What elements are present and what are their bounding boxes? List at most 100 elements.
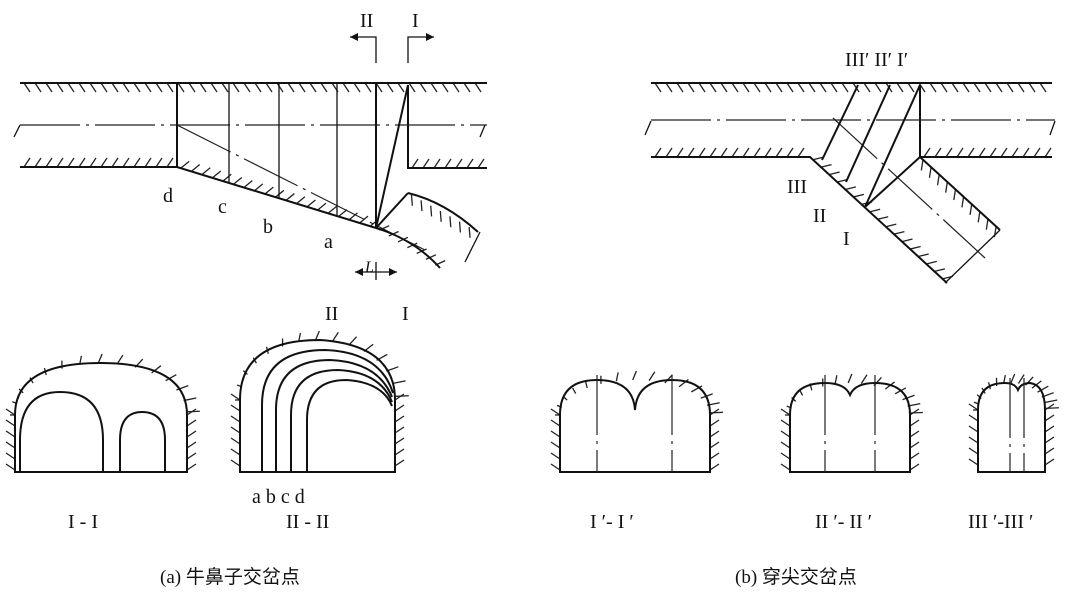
hatch-tick	[155, 157, 163, 168]
hatch-tick	[909, 408, 920, 416]
hatch-tick	[550, 441, 561, 449]
hatch-tick	[1037, 385, 1049, 393]
hatch-tick	[186, 408, 197, 416]
hatch-tick	[901, 238, 913, 243]
hatch-tick	[1039, 82, 1047, 93]
hatch-tick	[298, 82, 306, 93]
hatch-tick	[909, 430, 920, 438]
hatch-tick	[116, 354, 124, 365]
hatch-tick	[232, 82, 240, 93]
hatch-tick	[285, 193, 295, 201]
hatch-tick	[860, 374, 868, 384]
hatch-tick	[1044, 399, 1058, 404]
section-bottom-marks: a b c d	[252, 486, 305, 508]
hatch-tick	[632, 370, 638, 381]
section-marks-top: III′ II′ I′	[845, 49, 908, 71]
hatch-tick	[775, 82, 783, 93]
hatch-tick	[186, 430, 197, 438]
hatch-tick	[5, 452, 16, 460]
hatch-tick	[1044, 447, 1055, 455]
hatch-tick	[144, 82, 152, 93]
hatch-tick	[165, 374, 177, 382]
hatch-tick	[951, 82, 959, 93]
hatch-tick	[230, 448, 241, 456]
hatch-tick	[243, 82, 251, 93]
hatch-tick	[230, 426, 241, 434]
section-label-II-prime: II ′- II ′	[815, 511, 872, 533]
hatch-tick	[709, 430, 720, 438]
hatch-tick	[928, 167, 932, 178]
hatch-tick	[808, 82, 816, 93]
hatch-tick	[419, 82, 427, 93]
hatch-tick	[847, 373, 853, 384]
section-mark-I: I	[412, 10, 419, 32]
hatch-tick	[1033, 147, 1041, 158]
hatch-tick	[306, 199, 316, 208]
hatch-tick	[78, 157, 86, 168]
hatch-tick	[264, 186, 274, 195]
hatch-tick	[449, 216, 452, 228]
hatch-tick	[834, 375, 838, 385]
hatch-tick	[1044, 425, 1055, 433]
hatch-tick	[819, 82, 827, 93]
hatch-tick	[394, 393, 405, 401]
hatch-tick	[654, 82, 662, 93]
hatch-tick	[392, 380, 406, 384]
hatch-tick	[929, 82, 937, 93]
hatch-tick	[397, 82, 405, 93]
hatch-tick	[320, 82, 328, 93]
hatch-tick	[433, 158, 441, 169]
hatch-tick	[968, 447, 979, 455]
hatch-tick	[254, 82, 262, 93]
hatch-tick	[709, 452, 720, 460]
hatch-tick	[276, 82, 284, 93]
hatch-tick	[665, 82, 673, 93]
hatch-tick	[155, 82, 163, 93]
hatch-tick	[968, 403, 979, 411]
hatch-tick	[731, 147, 739, 158]
hatch-tick	[353, 82, 361, 93]
hatch-tick	[934, 147, 942, 158]
hatch-tick	[5, 408, 16, 416]
hatch-tick	[78, 82, 86, 93]
dimension-L: L	[364, 259, 374, 276]
hatch-tick	[1006, 82, 1014, 93]
hatch-tick	[5, 463, 16, 471]
hatch-tick	[395, 395, 409, 397]
hatch-tick	[230, 404, 241, 412]
hatch-tick	[201, 167, 211, 176]
hatch-tick	[474, 82, 482, 93]
hatch-tick	[731, 82, 739, 93]
hatch-tick	[133, 157, 141, 168]
hatch-tick	[902, 394, 915, 401]
hatch-tick	[151, 365, 162, 374]
hatch-tick	[317, 202, 327, 211]
hatch-tick	[230, 415, 241, 423]
hatch-tick	[186, 419, 197, 427]
hatch-tick	[709, 463, 720, 471]
hatch-tick	[780, 463, 791, 471]
hatch-tick	[89, 157, 97, 168]
hatch-tick	[23, 157, 31, 168]
station-a: a	[324, 231, 333, 253]
hatch-tick	[874, 82, 882, 93]
hatch-tick	[709, 147, 717, 158]
hatch-tick	[984, 82, 992, 93]
hatch-tick	[967, 147, 975, 158]
hatch-tick	[199, 82, 207, 93]
hatch-tick	[338, 209, 348, 218]
hatch-tick	[309, 82, 317, 93]
hatch-tick	[430, 205, 433, 217]
hatch-tick	[956, 147, 964, 158]
rock-hatching	[5, 82, 1059, 471]
hatch-tick	[968, 414, 979, 422]
hatch-tick	[936, 174, 940, 186]
hatch-tick	[907, 82, 915, 93]
hatch-tick	[1011, 147, 1019, 158]
hatch-tick	[230, 437, 241, 445]
hatch-tick	[314, 330, 320, 341]
hatch-tick	[122, 157, 130, 168]
hatch-tick	[211, 170, 222, 179]
hatch-tick	[926, 260, 937, 265]
hatch-tick	[186, 452, 197, 460]
